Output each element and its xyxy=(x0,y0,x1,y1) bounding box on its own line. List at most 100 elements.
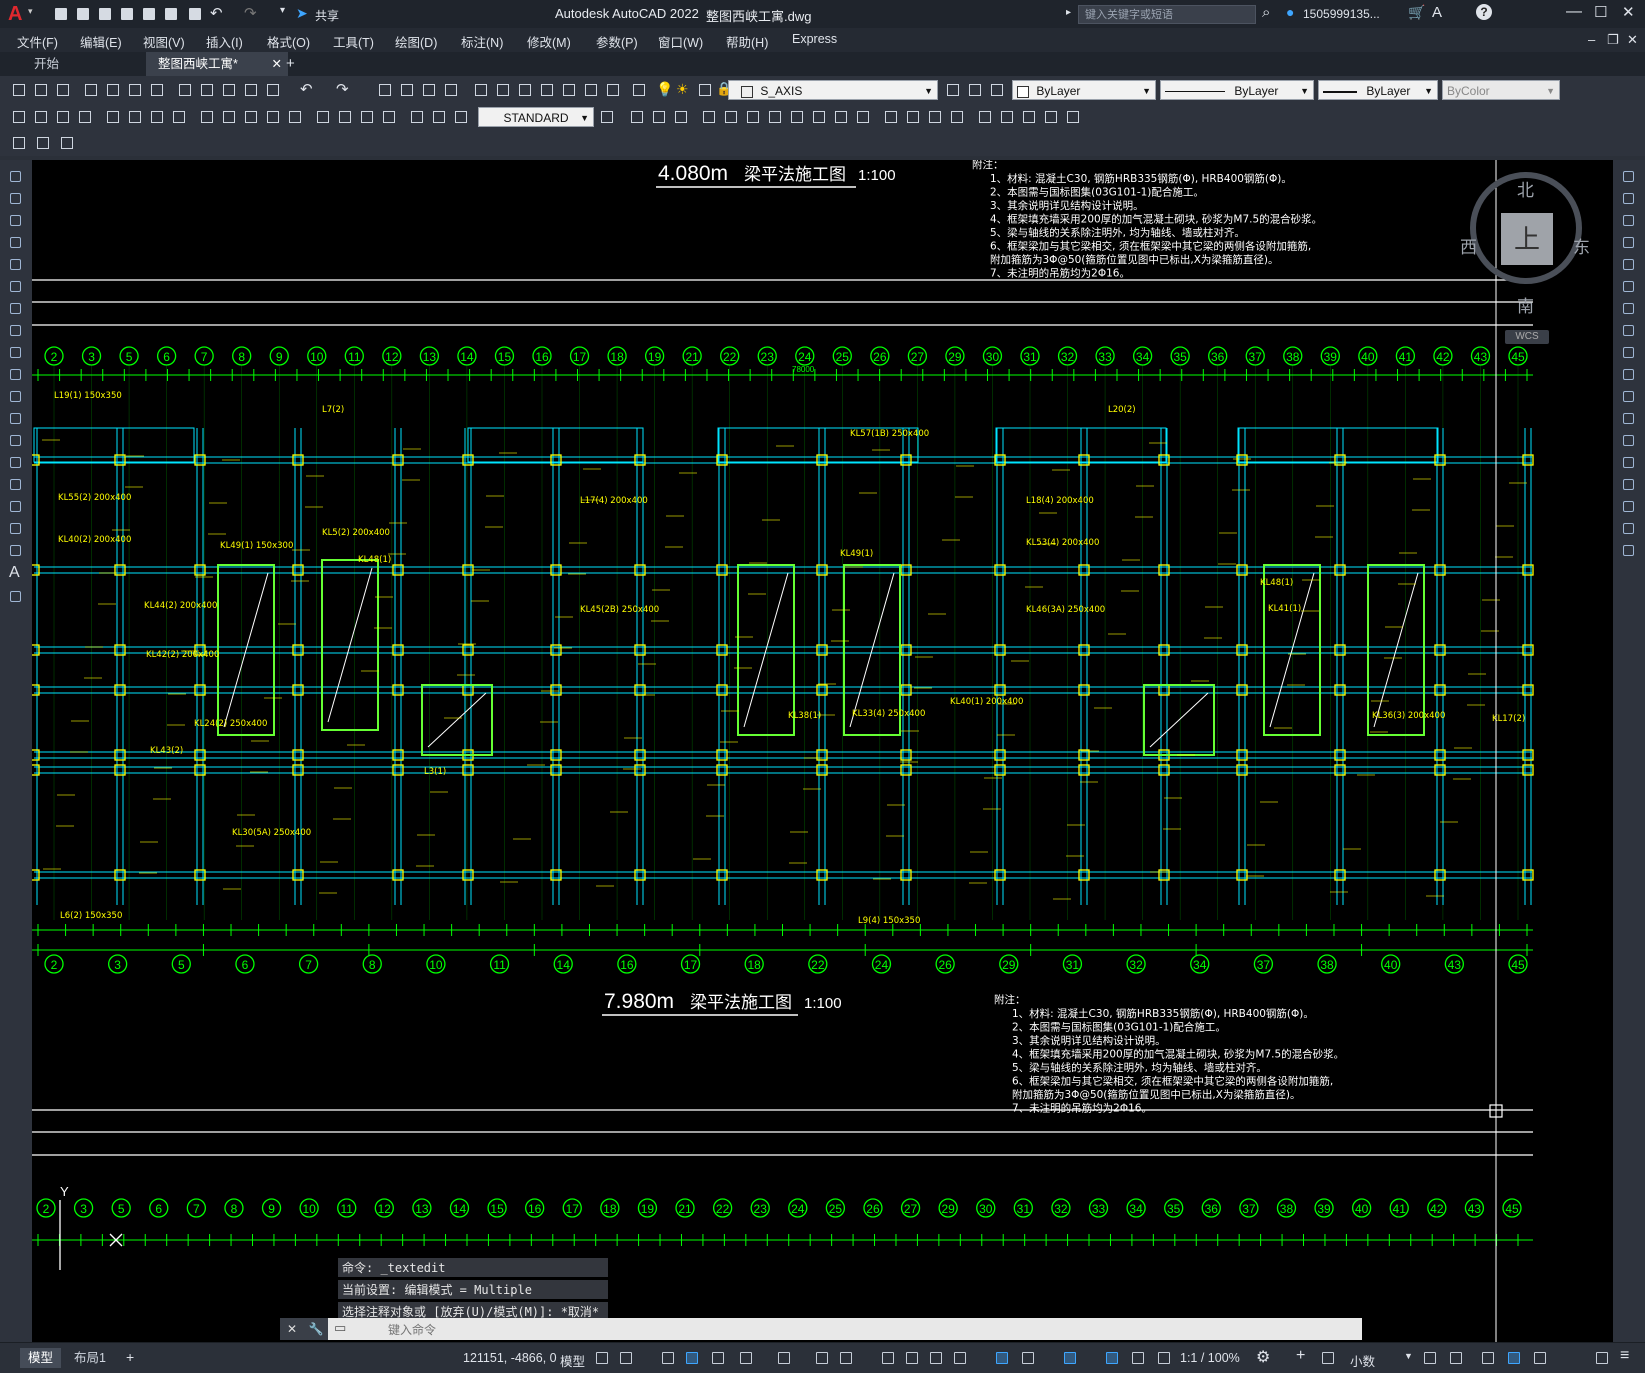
fillet-icon[interactable] xyxy=(998,108,1016,126)
center-mark-icon[interactable] xyxy=(336,108,354,126)
autodesk-a360-icon[interactable]: A xyxy=(1432,4,1443,21)
viewcube-top-face[interactable]: 上 xyxy=(1501,213,1553,265)
dim-linear-icon[interactable] xyxy=(10,108,28,126)
r-blend-icon[interactable] xyxy=(1620,520,1638,538)
wcs-menu[interactable]: WCS xyxy=(1505,330,1549,344)
doc-restore-icon[interactable]: ❐ xyxy=(1607,32,1619,47)
scale-icon[interactable] xyxy=(832,108,850,126)
attribute-icon[interactable] xyxy=(58,134,76,152)
grid-icon[interactable] xyxy=(594,1350,610,1366)
r-extend-icon[interactable] xyxy=(1620,388,1638,406)
user-name[interactable]: 1505999135... xyxy=(1303,7,1380,21)
menu-help[interactable]: 帮助(H) xyxy=(726,36,769,50)
new-icon[interactable] xyxy=(52,5,70,23)
paste-icon[interactable] xyxy=(220,81,238,99)
erase-icon[interactable] xyxy=(700,108,718,126)
ellipse-arc-icon[interactable] xyxy=(7,388,25,406)
array-icon[interactable] xyxy=(766,108,784,126)
customize-qat-icon[interactable]: ▾ xyxy=(280,5,286,16)
r-stretch-icon[interactable] xyxy=(1620,344,1638,362)
rotate-icon[interactable] xyxy=(810,108,828,126)
qnew-icon[interactable] xyxy=(10,81,28,99)
save-file-icon[interactable] xyxy=(54,81,72,99)
blend-icon[interactable] xyxy=(1020,108,1038,126)
r-break-icon[interactable] xyxy=(1620,432,1638,450)
menu-tools[interactable]: 工具(T) xyxy=(333,36,374,50)
layer-previous-icon[interactable] xyxy=(966,81,984,99)
add-selected-icon[interactable] xyxy=(7,588,25,606)
table-icon[interactable] xyxy=(7,542,25,560)
command-customize-icon[interactable]: 🔧 xyxy=(304,1318,328,1340)
toolbar-redo-icon[interactable]: ↷ xyxy=(336,81,349,98)
share-label[interactable]: 共享 xyxy=(315,9,340,23)
open-file-icon[interactable] xyxy=(32,81,50,99)
close-icon[interactable]: ✕ xyxy=(1622,4,1635,21)
lineweight-dropdown[interactable]: ByLayer ▼ xyxy=(1318,80,1438,100)
tool-palettes-icon[interactable] xyxy=(516,81,534,99)
menu-draw[interactable]: 绘图(D) xyxy=(395,36,438,50)
r-move-icon[interactable] xyxy=(1620,278,1638,296)
dim-angular-icon[interactable] xyxy=(170,108,188,126)
view-top-icon[interactable] xyxy=(650,108,668,126)
annotation-scale-icon[interactable] xyxy=(1156,1350,1172,1366)
tab-drawing[interactable]: 整图西峡工寓* ✕ xyxy=(146,52,288,76)
spline-icon[interactable] xyxy=(7,344,25,362)
toolbar-undo-icon[interactable]: ↶ xyxy=(300,81,313,98)
tab-start[interactable]: 开始 xyxy=(22,52,71,76)
3d-osnap-icon[interactable] xyxy=(952,1350,968,1366)
search-icon[interactable]: ⌕ xyxy=(1262,4,1271,21)
dim-style-manager-icon[interactable] xyxy=(598,108,616,126)
make-block-icon[interactable] xyxy=(34,134,52,152)
menu-edit[interactable]: 编辑(E) xyxy=(80,36,122,50)
dim-space-icon[interactable] xyxy=(264,108,282,126)
layer-vp-freeze-icon[interactable] xyxy=(696,81,714,99)
make-block-tool-icon[interactable] xyxy=(7,432,25,450)
model-space-toggle[interactable]: 模型 xyxy=(560,1355,586,1369)
construction-line-icon[interactable] xyxy=(7,190,25,208)
annotation-scale-value[interactable]: 1:1 / 100% xyxy=(1180,1351,1240,1365)
r-explode-icon[interactable] xyxy=(1620,542,1638,560)
color-dropdown[interactable]: ByLayer ▼ xyxy=(1012,80,1156,100)
dim-baseline-icon[interactable] xyxy=(220,108,238,126)
tab-layout1[interactable]: 布局1 xyxy=(74,1351,106,1365)
inspection-icon[interactable] xyxy=(358,108,376,126)
dim-continue-icon[interactable] xyxy=(242,108,260,126)
line-icon[interactable] xyxy=(7,168,25,186)
command-input[interactable] xyxy=(386,1321,1290,1339)
revision-cloud-icon[interactable] xyxy=(7,322,25,340)
view-iso-icon[interactable] xyxy=(672,108,690,126)
menu-window[interactable]: 窗口(W) xyxy=(658,36,704,50)
redo-icon[interactable]: ↷ xyxy=(244,5,257,22)
viewcube-south[interactable]: 南 xyxy=(1517,297,1534,316)
dim-radius-icon[interactable] xyxy=(104,108,122,126)
save-web-icon[interactable] xyxy=(162,5,180,23)
offset-icon[interactable] xyxy=(744,108,762,126)
r-erase-icon[interactable] xyxy=(1620,168,1638,186)
doc-close-icon[interactable]: ✕ xyxy=(1627,32,1638,47)
quick-properties-icon[interactable] xyxy=(1422,1350,1438,1366)
r-mirror-icon[interactable] xyxy=(1620,212,1638,230)
gradient-icon[interactable] xyxy=(7,498,25,516)
jogged-linear-icon[interactable] xyxy=(380,108,398,126)
view-front-icon[interactable] xyxy=(628,108,646,126)
transparency-icon[interactable] xyxy=(904,1350,920,1366)
pan-icon[interactable] xyxy=(376,81,394,99)
lineweight-display-icon[interactable] xyxy=(880,1350,896,1366)
infer-constraints-icon[interactable] xyxy=(660,1350,676,1366)
dim-text-edit-icon[interactable] xyxy=(430,108,448,126)
viewcube-ring[interactable] xyxy=(1470,172,1582,284)
arc-icon[interactable] xyxy=(7,278,25,296)
plot-icon[interactable] xyxy=(186,5,204,23)
markup-icon[interactable] xyxy=(560,81,578,99)
dim-edit-icon[interactable] xyxy=(408,108,426,126)
move-icon[interactable] xyxy=(788,108,806,126)
publish-icon[interactable] xyxy=(126,81,144,99)
toolbar-help-icon[interactable] xyxy=(604,81,622,99)
insert-block-tool-icon[interactable] xyxy=(7,410,25,428)
menu-insert[interactable]: 插入(I) xyxy=(206,36,243,50)
gizmo-icon[interactable] xyxy=(1062,1350,1078,1366)
r-copy-icon[interactable] xyxy=(1620,190,1638,208)
menu-parametric[interactable]: 参数(P) xyxy=(596,36,638,50)
viewcube-west[interactable]: 西 xyxy=(1460,238,1477,257)
